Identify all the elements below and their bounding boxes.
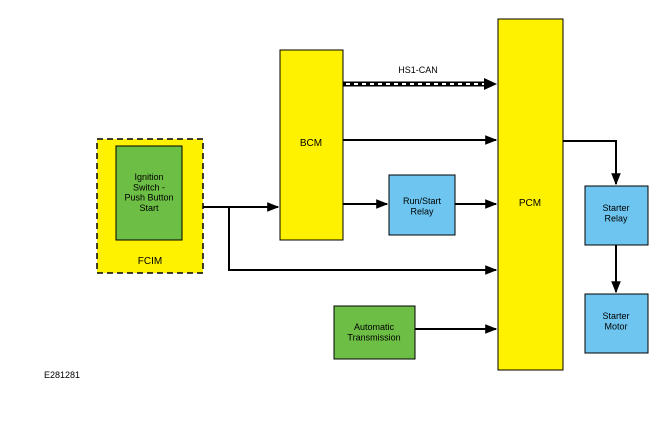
bcm-block — [279, 49, 344, 241]
hs1-can-connection — [343, 78, 497, 90]
pcm-label: PCM — [519, 198, 541, 209]
fcim-label: FCIM — [138, 256, 162, 267]
automatic-transmission-block — [333, 305, 416, 360]
pcm-to-starter-relay-arrow — [563, 140, 621, 186]
hs1-can-label: HS1-CAN — [398, 65, 438, 75]
bcm-label: BCM — [300, 138, 322, 149]
run-start-relay-block — [388, 174, 456, 236]
fcim-to-pcm-arrow — [228, 207, 498, 275]
starter-motor-block — [584, 293, 649, 354]
pcm-block — [497, 18, 564, 371]
ignition-switch-block — [115, 145, 183, 241]
figure-id: E281281 — [44, 370, 80, 380]
starter-relay-block — [584, 185, 649, 246]
